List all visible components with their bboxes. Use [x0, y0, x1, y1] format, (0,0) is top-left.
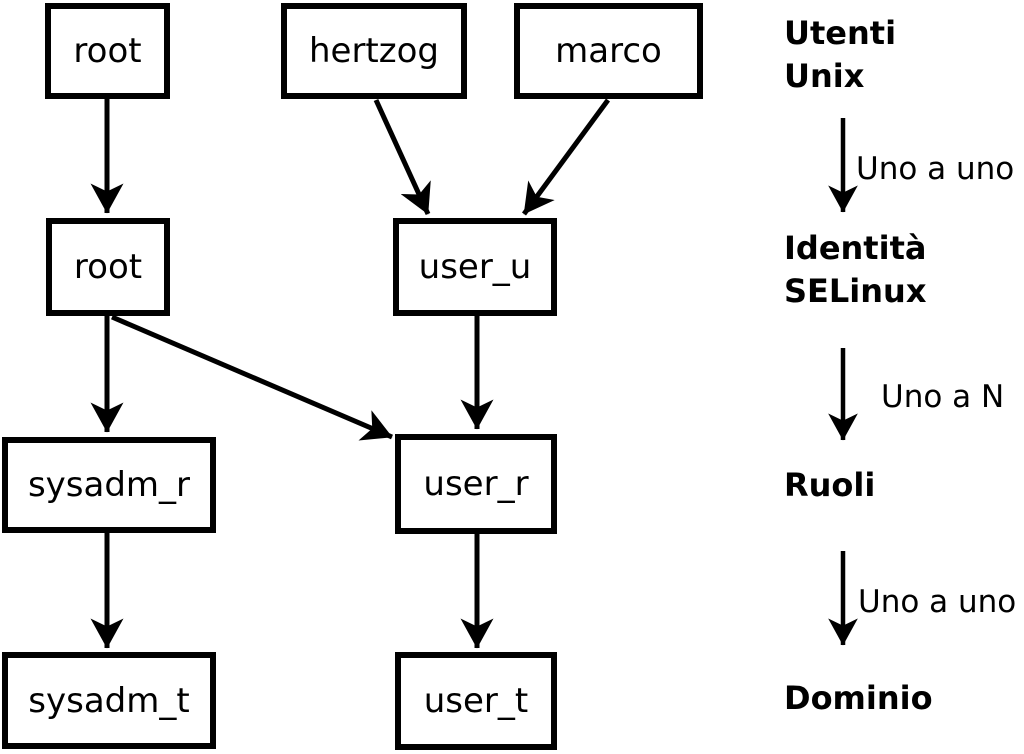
node-unix-hertzog: hertzog	[281, 3, 467, 99]
legend-label-uno-a-uno-2: Uno a uno	[858, 584, 1017, 620]
edge-marco-to-user-u	[521, 98, 611, 216]
node-role-user-r: user_r	[395, 434, 557, 534]
node-selinux-user-u-label: user_u	[418, 247, 532, 287]
node-role-user-r-label: user_r	[423, 464, 529, 504]
node-unix-root-label: root	[73, 31, 142, 71]
legend-label-uno-a-uno-1: Uno a uno	[856, 151, 1015, 187]
node-role-sysadm-r: sysadm_r	[2, 437, 216, 533]
node-domain-user-t-label: user_t	[423, 681, 529, 721]
node-unix-hertzog-label: hertzog	[308, 31, 439, 71]
node-selinux-root-label: root	[73, 247, 143, 287]
legend-level-ruoli: Ruoli	[784, 466, 876, 504]
legend-level-identita-selinux: Identità SELinux	[784, 229, 927, 310]
legend-label-uno-a-n: Uno a N	[881, 379, 1005, 415]
node-unix-root: root	[45, 3, 170, 99]
legend-level-dominio: Dominio	[784, 679, 933, 717]
edge-root-to-user-r	[111, 314, 393, 441]
node-unix-marco: marco	[514, 3, 703, 99]
node-domain-sysadm-t: sysadm_t	[2, 652, 216, 749]
node-role-sysadm-r-label: sysadm_r	[27, 465, 191, 505]
node-unix-marco-label: marco	[555, 31, 662, 71]
node-domain-sysadm-t-label: sysadm_t	[28, 680, 190, 721]
node-domain-user-t: user_t	[395, 652, 557, 750]
legend-level-utenti-unix: Utenti Unix	[784, 14, 897, 95]
node-selinux-root: root	[46, 218, 170, 316]
node-selinux-user-u: user_u	[393, 218, 557, 316]
edge-hertzog-to-user-u	[373, 98, 431, 216]
